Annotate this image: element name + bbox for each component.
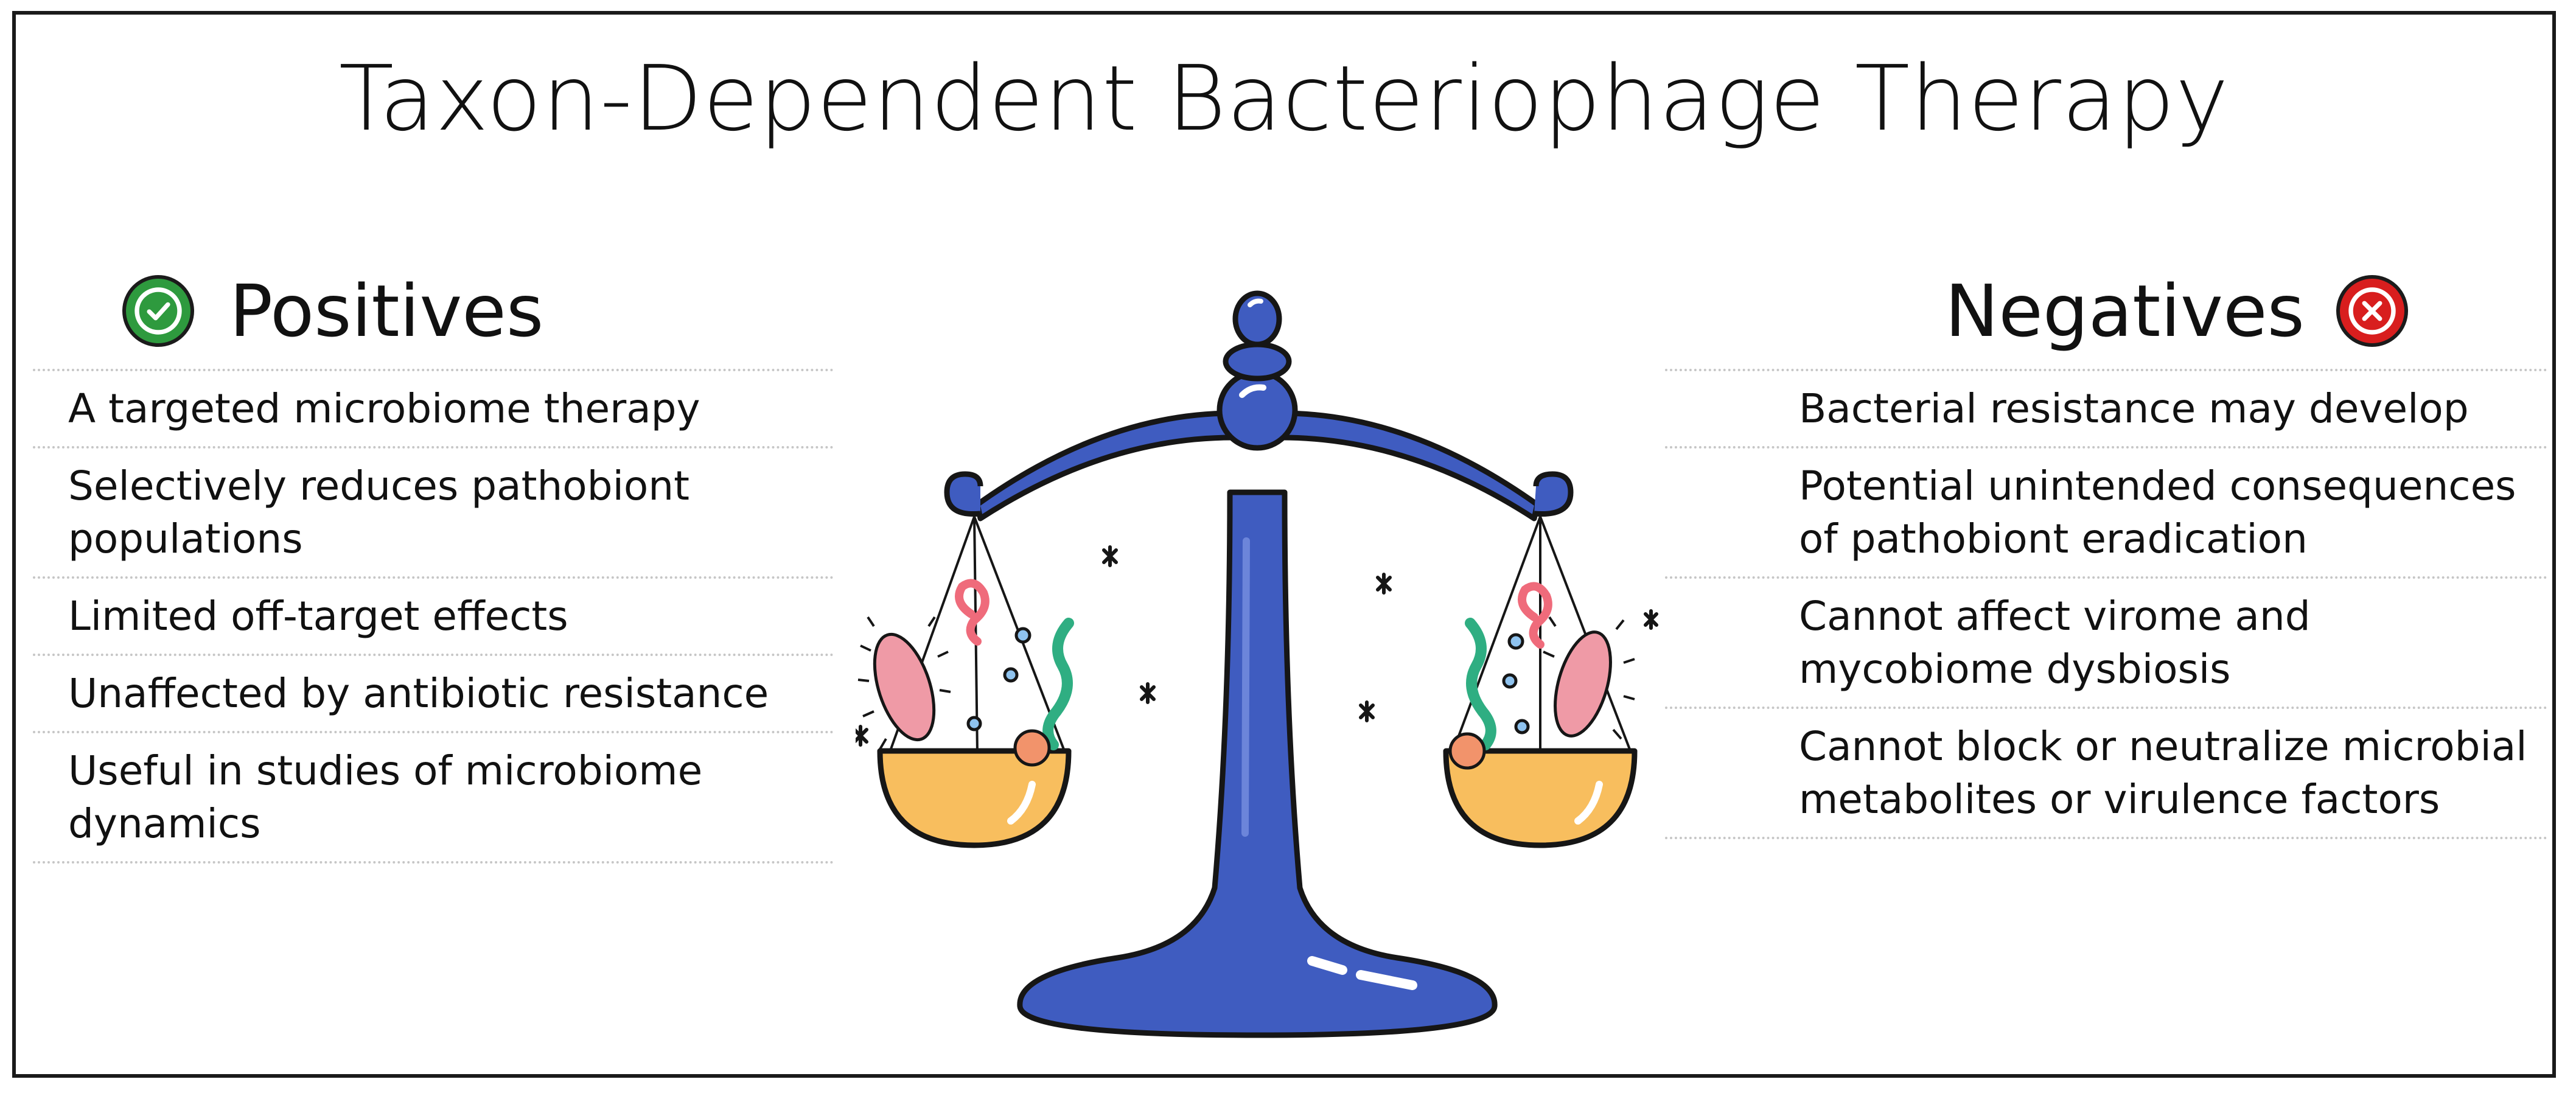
positives-list: A targeted microbiome therapy Selectivel… [33,369,834,864]
positives-heading: Positives [122,259,543,363]
balance-scale-icon [856,285,1665,1055]
x-circle-icon [2336,275,2409,347]
negatives-heading: Negatives [1945,259,2409,363]
check-circle-icon [122,275,194,347]
list-item: Selectively reduces pathobiont populatio… [33,446,834,576]
list-item: Cannot affect virome and mycobiome dysbi… [1665,576,2547,707]
list-item: Bacterial resistance may develop [1665,369,2547,446]
list-item: A targeted microbiome therapy [33,369,834,446]
list-item: Useful in studies of microbiome dynamics [33,731,834,864]
negatives-heading-label: Negatives [1945,269,2305,353]
negatives-list: Bacterial resistance may develop Potenti… [1665,369,2547,839]
list-item: Unaffected by antibiotic resistance [33,654,834,731]
list-item: Limited off-target effects [33,576,834,654]
positives-heading-label: Positives [229,269,544,353]
figure-frame: Taxon-Dependent Bacteriophage Therapy Po… [12,11,2556,1078]
list-item: Potential unintended consequences of pat… [1665,446,2547,576]
list-item: Cannot block or neutralize microbial met… [1665,707,2547,839]
balance-scale-illustration [856,290,1658,1038]
figure-title: Taxon-Dependent Bacteriophage Therapy [338,46,2230,151]
